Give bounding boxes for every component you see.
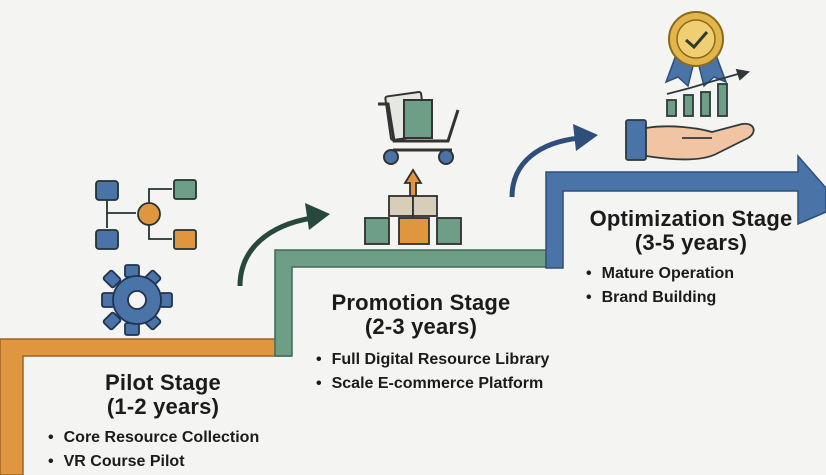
gear-icon bbox=[101, 264, 173, 336]
list-item: Full Digital Resource Library bbox=[316, 348, 550, 372]
optimization-stage-title: Optimization Stage bbox=[589, 206, 793, 231]
flowchart-icon bbox=[95, 179, 197, 250]
promotion-stage-list: Full Digital Resource Library Scale E-co… bbox=[316, 348, 550, 396]
transition-arrow-promotion-to-optimization bbox=[509, 124, 598, 198]
optimization-stage-arrow bbox=[545, 154, 826, 269]
list-item: VR Course Pilot bbox=[48, 450, 259, 474]
list-item: Brand Building bbox=[586, 286, 734, 310]
transition-arrow-pilot-to-promotion bbox=[237, 203, 330, 287]
list-item: Mature Operation bbox=[586, 262, 734, 286]
optimization-stage-heading: Optimization Stage (3-5 years) bbox=[566, 207, 816, 255]
hand-growth-chart-icon bbox=[625, 68, 755, 161]
pilot-stage-heading: Pilot Stage (1-2 years) bbox=[58, 371, 268, 419]
resource-boxes-icon bbox=[364, 168, 462, 245]
pilot-stage-list: Core Resource Collection VR Course Pilot bbox=[48, 426, 260, 474]
optimization-stage-duration: (3-5 years) bbox=[634, 230, 748, 255]
pilot-stage-title: Pilot Stage bbox=[105, 370, 221, 395]
list-item: Scale E-commerce Platform bbox=[316, 372, 549, 396]
promotion-stage-title: Promotion Stage bbox=[331, 290, 511, 315]
shopping-cart-icon bbox=[378, 90, 460, 165]
pilot-stage-duration: (1-2 years) bbox=[106, 394, 220, 419]
promotion-stage-heading: Promotion Stage (2-3 years) bbox=[306, 291, 536, 339]
award-badge-icon bbox=[664, 11, 728, 88]
promotion-stage-duration: (2-3 years) bbox=[364, 314, 478, 339]
optimization-stage-list: Mature Operation Brand Building bbox=[586, 262, 734, 310]
list-item: Core Resource Collection bbox=[48, 426, 260, 450]
